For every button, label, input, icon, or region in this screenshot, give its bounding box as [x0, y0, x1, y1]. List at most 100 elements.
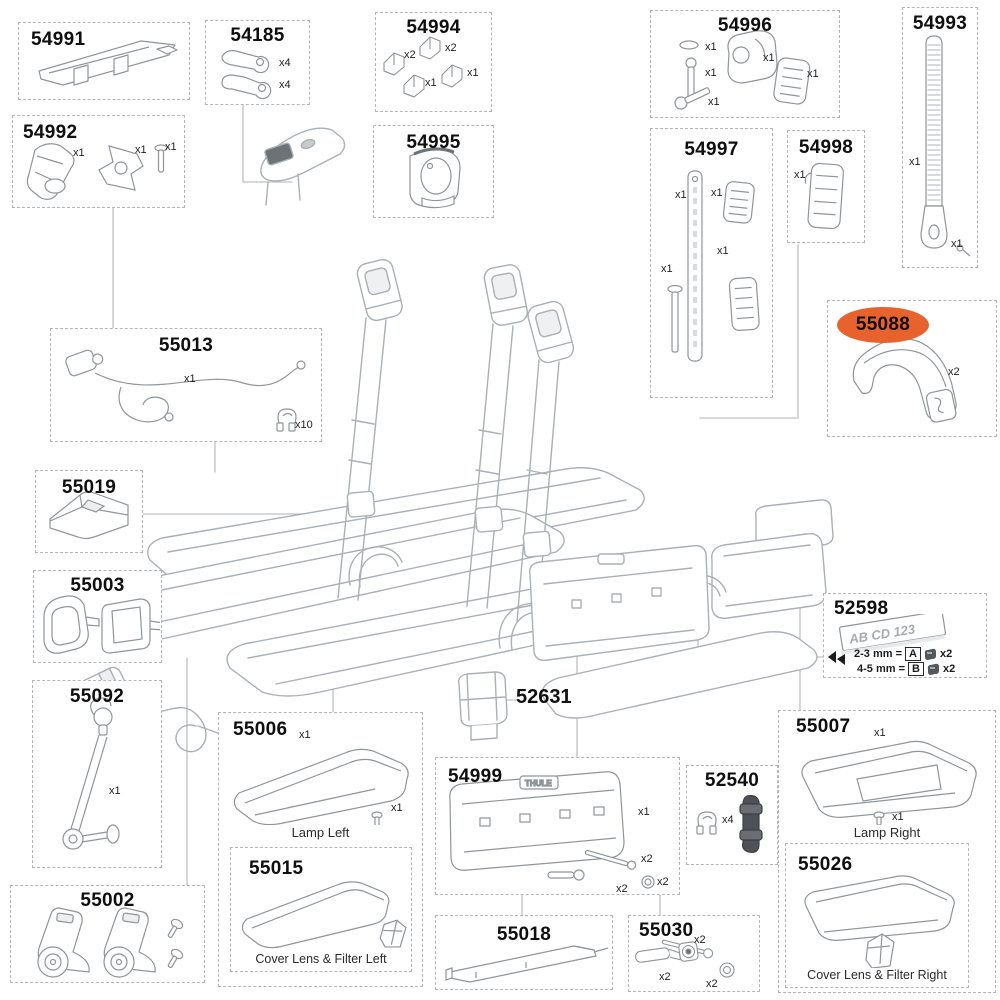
quantity-label: x2	[942, 663, 956, 675]
part-box-54992[interactable]: 54992 x1 x1 x1	[12, 115, 185, 208]
quantity-label: x1	[951, 238, 963, 250]
quantity-label: x1	[794, 169, 806, 181]
quantity-label: x2	[948, 366, 960, 378]
wiring-sketch	[65, 349, 306, 432]
part-number: 55007	[796, 716, 851, 737]
quantity-label: x1	[675, 189, 687, 201]
quantity-label: x2	[616, 883, 628, 895]
highlight-ellipse: 55088	[837, 307, 929, 343]
quantity-label: x2	[706, 978, 718, 990]
part-number: 54993	[912, 13, 968, 34]
housing-sketch	[409, 147, 461, 209]
part-box-54997[interactable]: 54997 x1 x1 x1 x1	[650, 128, 773, 398]
quantity-label: x1	[661, 263, 673, 275]
quantity-label: x10	[295, 419, 313, 431]
wedge-sketch	[49, 491, 129, 540]
part-number: 55019	[61, 477, 117, 498]
part-box-55018[interactable]: 55018	[435, 915, 613, 990]
letter-badge: A	[905, 647, 921, 661]
part-number-52631[interactable]: 52631	[516, 686, 572, 708]
quantity-label: x1	[425, 77, 437, 89]
cover-left-sketch	[241, 881, 407, 949]
part-box-55015[interactable]: 55015 Cover Lens & Filter Left	[230, 847, 412, 972]
part-box-54185[interactable]: 54185 x4 x4	[205, 20, 310, 105]
quantity-label: x1	[467, 67, 479, 79]
rod-sketch	[62, 697, 120, 850]
quantity-label: x1	[135, 144, 147, 156]
part-caption: Cover Lens & Filter Right	[807, 968, 947, 982]
quantity-label: x2	[694, 934, 706, 946]
part-number: 52540	[704, 770, 760, 791]
part-box-55026[interactable]: 55026 Cover Lens & Filter Right	[785, 843, 969, 988]
part-box-55030[interactable]: 55030 x2 x2 x2	[628, 915, 760, 992]
pad-sketch	[804, 162, 844, 230]
part-number: 55015	[249, 858, 304, 879]
part-box-55003[interactable]: 55003	[33, 570, 162, 663]
part-number: 55026	[798, 854, 853, 875]
cover-right-sketch	[804, 875, 955, 968]
quantity-label: x1	[909, 156, 921, 168]
part-number: 54995	[406, 132, 461, 153]
part-number: 55092	[69, 686, 125, 707]
quantity-label: x4	[279, 79, 291, 91]
quantity-label: x2	[641, 853, 653, 865]
quantity-label: x1	[717, 245, 729, 257]
part-box-54995[interactable]: 54995	[373, 125, 494, 218]
part-box-52540[interactable]: 52540 x4	[686, 765, 778, 865]
quantity-label: x1	[165, 141, 177, 153]
part-box-55088[interactable]: 55088 x2	[827, 300, 997, 437]
part-box-55092[interactable]: 55092 x1	[32, 680, 162, 868]
clips-sketch	[383, 36, 463, 98]
part-box-52598[interactable]: 52598 AB CD 123 2-3 mm = A x2 4-5 mm = B…	[823, 593, 987, 678]
plate-sketch: AB CD 123	[838, 614, 947, 656]
part-number: 54992	[23, 122, 78, 143]
part-box-54993[interactable]: 54993 x1 x1	[902, 7, 978, 268]
part-box-55019[interactable]: 55019	[35, 470, 143, 553]
part-number: 54998	[798, 137, 854, 158]
quantity-label: x1	[705, 41, 717, 53]
arrow-left-icon	[828, 651, 845, 665]
quantity-label: x1	[874, 727, 886, 739]
hand-icon	[924, 648, 936, 660]
measure-label: 2-3 mm =	[854, 648, 902, 660]
measure-row: 2-3 mm = A x2	[854, 647, 952, 661]
quantity-label: x1	[892, 811, 904, 823]
handle-sketch	[852, 337, 957, 423]
clip-rubber-sketch	[696, 795, 763, 853]
part-number: 54991	[31, 29, 86, 50]
quantity-label: x1	[705, 67, 717, 79]
part-number: 54999	[448, 766, 503, 787]
clamp-sketch	[26, 143, 168, 200]
quantity-label: x1	[711, 187, 723, 199]
part-caption: Lamp Left	[291, 825, 350, 840]
part-number: 55006	[233, 719, 288, 740]
quantity-label: x2	[657, 876, 669, 888]
lever-sketch	[221, 50, 272, 100]
beam-sketch	[445, 945, 609, 983]
part-box-55002[interactable]: 55002	[10, 885, 205, 983]
part-box-55013[interactable]: 55013 x1 x10	[50, 328, 322, 442]
strap-pads-sketch	[667, 170, 760, 362]
part-number: 54185	[230, 25, 285, 46]
quantity-label: x1	[763, 52, 775, 64]
part-number: 54997	[684, 139, 739, 160]
quantity-label: x1	[184, 373, 196, 385]
quantity-label: x1	[638, 806, 650, 818]
part-box-54999[interactable]: 54999 x1 x2 x2 x2 THULE	[435, 757, 680, 895]
quantity-label: x2	[939, 648, 953, 660]
wheel-lever-sketch	[37, 907, 184, 978]
lamp-right-sketch	[801, 740, 977, 825]
part-box-54994[interactable]: 54994 x2 x2 x1 x1	[375, 12, 492, 112]
quantity-label: x4	[279, 57, 291, 69]
holder-sketch	[43, 595, 160, 654]
quantity-label: x1	[391, 802, 403, 814]
part-caption: Cover Lens & Filter Left	[255, 952, 387, 966]
part-number: 55003	[70, 575, 125, 596]
part-box-54996[interactable]: 54996 x1 x1 x1 x1 x1	[650, 10, 840, 118]
part-box-54991[interactable]: 54991	[18, 22, 190, 100]
lock-kit-sketch	[674, 30, 811, 110]
measure-label: 4-5 mm =	[857, 663, 905, 675]
part-box-54998[interactable]: 54998 x1	[787, 130, 865, 243]
quantity-label: x2	[404, 49, 416, 61]
